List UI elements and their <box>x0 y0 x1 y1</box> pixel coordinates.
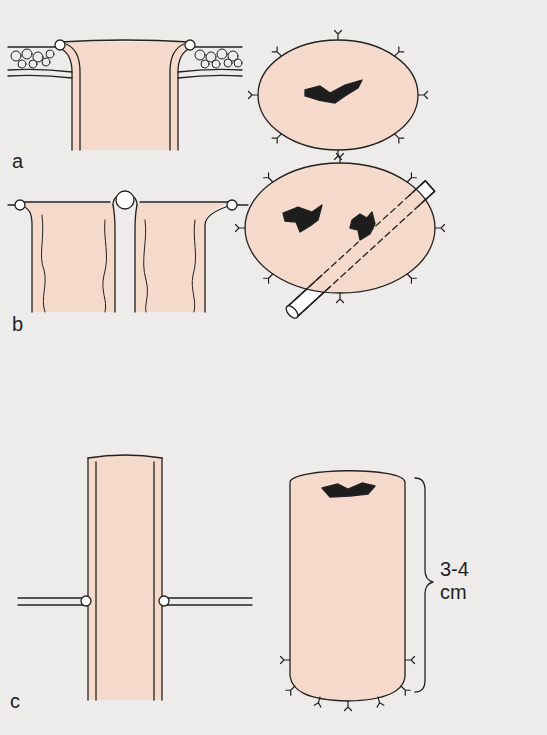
stoma-view-c <box>281 471 434 711</box>
figure-label: b <box>12 313 42 336</box>
stoma-view-b <box>236 154 445 321</box>
figure-label: c <box>10 690 40 713</box>
dimension-bracket <box>415 478 433 692</box>
stoma-view-a <box>249 31 428 160</box>
figure-label: a <box>12 150 42 173</box>
section-c <box>18 455 252 700</box>
section-b <box>8 191 248 312</box>
section-a <box>8 40 242 150</box>
figure-label: 3-4 cm <box>440 558 480 604</box>
